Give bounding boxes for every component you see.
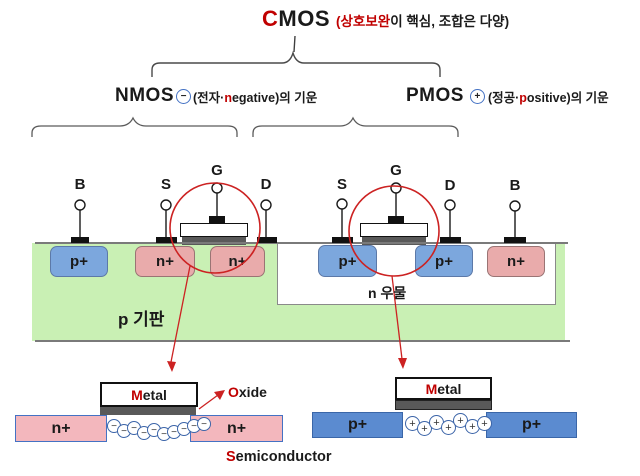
title-subtitle: (상호보완이 핵심, 조합은 다양): [336, 10, 509, 30]
nmos-body-p-plus-region: p+: [50, 246, 108, 277]
metal-label-accent: M: [131, 386, 143, 403]
region-label: p+: [521, 416, 542, 433]
pmos-drain-p-plus-region: p+: [415, 245, 473, 277]
nmos-g-terminal-ball: [211, 182, 223, 194]
pmos-description: (정공·positive)의 기운: [488, 87, 609, 106]
pmos-terminal-g-label: G: [390, 162, 402, 179]
pmos-body-n-plus-region: n+: [487, 246, 545, 277]
region-label: n+: [507, 253, 525, 270]
pmos-detail-metal: Metal: [395, 377, 492, 400]
pmos-terminal-d-label: D: [444, 177, 456, 194]
electron-icon: −: [197, 417, 211, 431]
top-bracket: [151, 50, 441, 77]
pmos-source-p-plus-region: p+: [318, 245, 377, 277]
oxide-label-accent: O: [228, 384, 239, 400]
pmos-s-terminal-ball: [336, 198, 348, 210]
nmos-detail-metal: Metal: [100, 382, 198, 407]
pmos-desc-accent: p: [519, 90, 527, 105]
oxide-label: Oxide: [228, 384, 267, 400]
nmos-s-terminal-ball: [160, 199, 172, 211]
nmos-drain-n-plus-region: n+: [210, 246, 265, 277]
nmos-header: NMOS − (전자·negative)의 기운: [115, 85, 317, 107]
pmos-name: PMOS: [406, 85, 464, 106]
pmos-terminal-s-label: S: [336, 176, 347, 193]
region-label: n+: [51, 419, 71, 437]
pmos-g-contact-pad: [388, 216, 404, 223]
nmos-terminal-g-label: G: [211, 162, 223, 179]
metal-label-rest: etal: [437, 380, 462, 397]
pmos-desc-pre: (정공·: [487, 90, 520, 105]
region-label: p+: [347, 416, 368, 433]
pmos-d-terminal-ball: [444, 199, 456, 211]
region-label: n+: [156, 253, 174, 270]
hole-channel: +++++++: [405, 413, 492, 436]
title-connector-line: [293, 35, 296, 53]
oxide-pointer-arrowhead: [214, 390, 225, 400]
title-rest: MOS: [278, 6, 331, 31]
page-title: CMOS (상호보완이 핵심, 조합은 다양): [262, 6, 509, 32]
title-cmos: CMOS: [262, 6, 330, 32]
title-subtitle-rest: 이 핵심, 조합은 다양): [390, 14, 510, 29]
hole-icon: +: [405, 416, 420, 431]
semiconductor-label-accent: S: [226, 449, 236, 465]
nmos-gate-oxide: [182, 237, 246, 245]
pmos-detail-arrowhead: [398, 358, 407, 369]
pmos-terminal-b-label: B: [509, 177, 521, 194]
nmos-detail-left-n-plus: n+: [15, 415, 107, 442]
pmos-detail-left-p-plus: p+: [312, 412, 403, 438]
nmos-desc-word: egative: [231, 90, 276, 105]
semiconductor-label-rest: emiconductor: [235, 449, 332, 465]
hole-icon: +: [441, 420, 456, 435]
title-accent-letter: C: [262, 6, 279, 31]
pmos-desc-post: )의 기운: [566, 90, 609, 105]
nmos-description: (전자·negative)의 기운: [193, 87, 317, 106]
pmos-g-terminal-ball: [390, 182, 402, 194]
plus-charge-icon: +: [469, 88, 485, 104]
pmos-detail-right-p-plus: p+: [486, 412, 577, 438]
nmos-desc-pre: (전자·: [193, 90, 225, 105]
pmos-b-terminal-ball: [509, 200, 521, 212]
nmos-terminal-s-label: S: [160, 176, 171, 193]
nmos-source-n-plus-region: n+: [135, 246, 195, 277]
nmos-terminal-d-label: D: [260, 176, 272, 193]
oxide-label-rest: xide: [238, 384, 267, 400]
title-subtitle-accent: (상호보완: [336, 14, 391, 29]
p-substrate-label: p 기판: [118, 310, 165, 329]
pmos-header: PMOS + (정공·positive)의 기운: [406, 85, 609, 107]
pmos-detail-oxide: [395, 400, 492, 410]
n-well-label: n 우물: [368, 285, 407, 301]
oxide-pointer-line: [198, 394, 219, 410]
pmos-gate-oxide: [362, 237, 426, 245]
nmos-d-terminal-ball: [260, 199, 272, 211]
region-label: n+: [226, 419, 247, 437]
nmos-desc-post: )의 기운: [275, 90, 318, 105]
nmos-terminal-b-label: B: [74, 176, 86, 193]
metal-label-accent: M: [425, 380, 438, 397]
nmos-desc-accent: n: [224, 90, 232, 105]
metal-label-rest: etal: [142, 386, 167, 403]
minus-charge-icon: −: [176, 88, 191, 104]
nmos-detail-arrowhead: [167, 361, 176, 372]
nmos-b-terminal-ball: [74, 199, 86, 211]
nmos-g-contact-pad: [209, 216, 225, 223]
region-label: p+: [435, 252, 453, 270]
nmos-brace: [31, 116, 238, 137]
semiconductor-label: Semiconductor: [226, 449, 332, 465]
hole-icon: +: [477, 416, 492, 431]
electron-channel: −−−−−−−−−−: [107, 417, 211, 441]
region-label: p+: [70, 253, 88, 270]
pmos-gate-metal: [360, 223, 428, 237]
region-label: p+: [338, 252, 357, 270]
nmos-gate-metal: [180, 223, 248, 237]
nmos-name: NMOS: [115, 85, 174, 106]
region-label: n+: [228, 253, 247, 270]
hole-icon: +: [465, 419, 480, 434]
pmos-desc-word: ositive: [526, 90, 567, 105]
pmos-brace: [252, 116, 459, 137]
nmos-detail-oxide: [100, 407, 196, 415]
